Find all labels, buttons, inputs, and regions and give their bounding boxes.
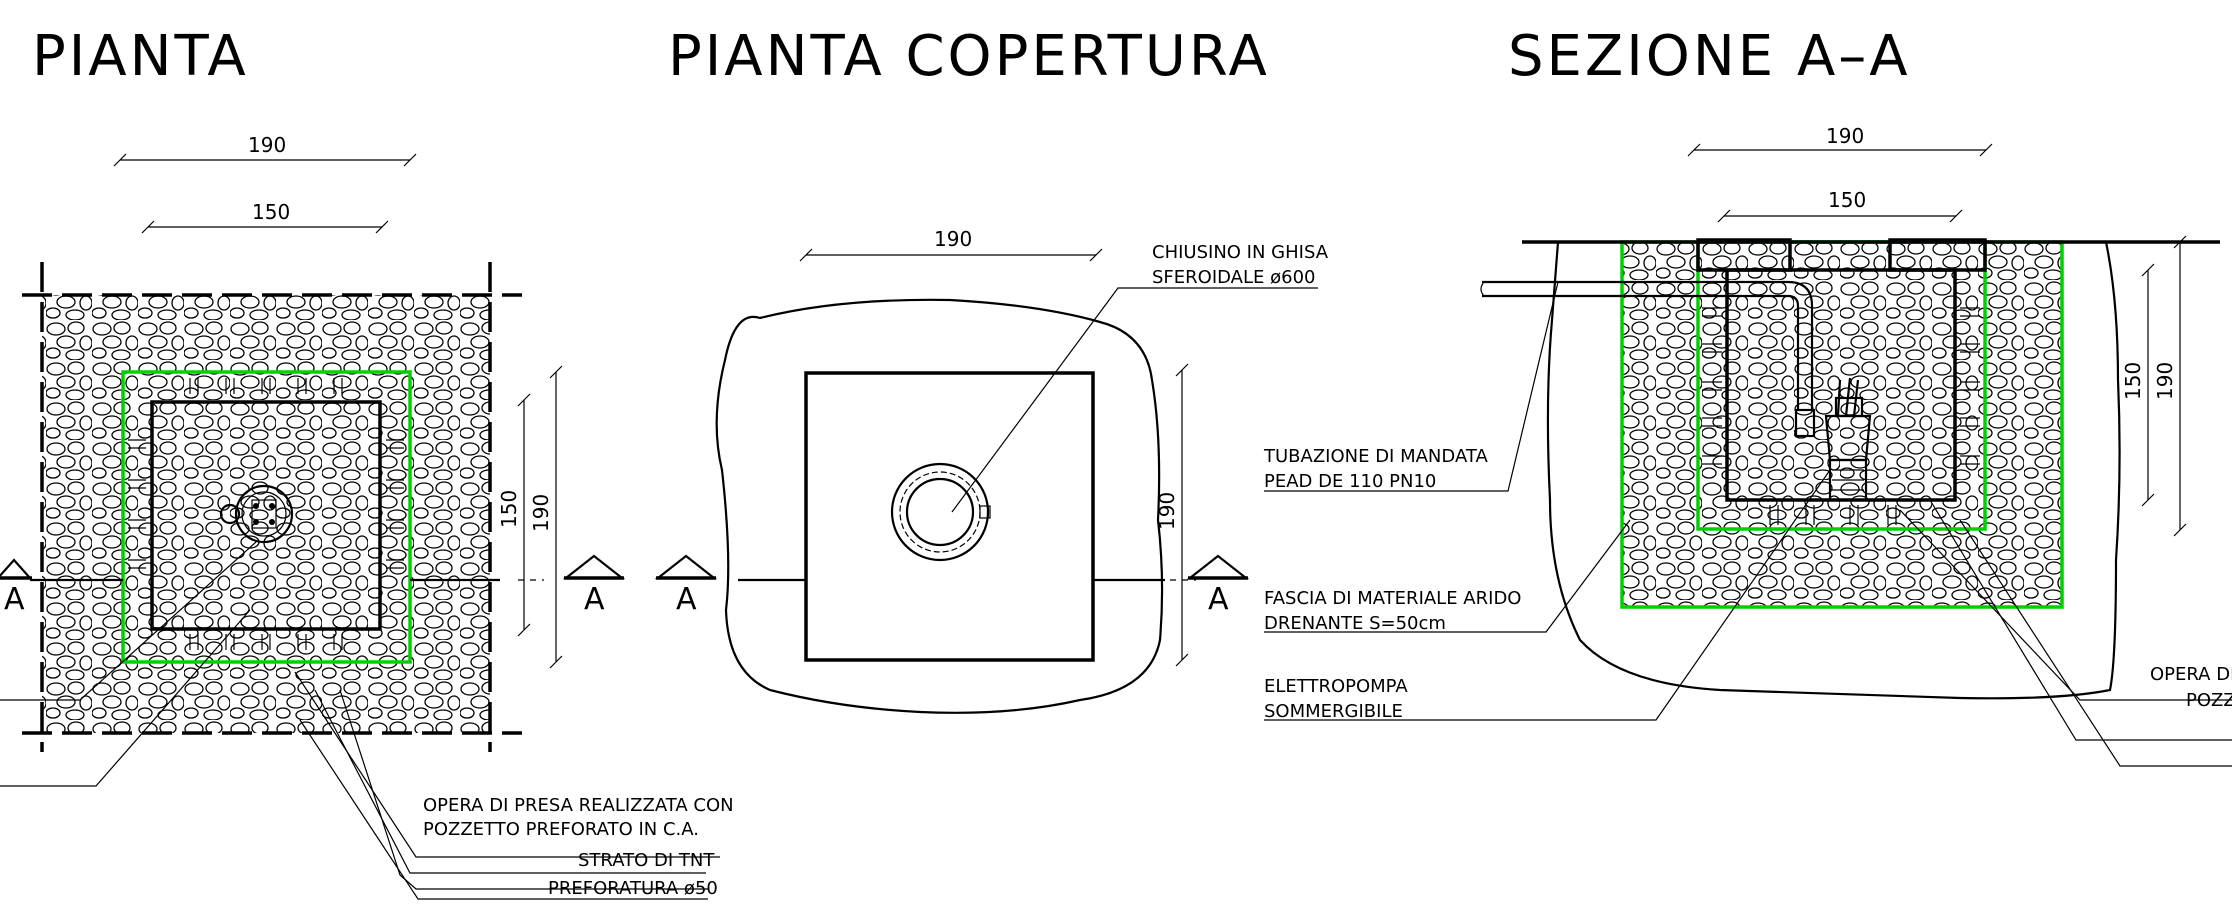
plan-title: PIANTA [32, 24, 249, 89]
section-height-190: 190 [2153, 362, 2177, 400]
delivery-pipe [1482, 280, 1814, 410]
perforation-leader [299, 719, 708, 900]
plan-dimensions: 190 150 150 190 [113, 133, 563, 669]
plan-height-150: 150 [497, 490, 521, 528]
soil-hatch [1546, 240, 2121, 700]
gravel-blob [715, 298, 1164, 714]
label-pump-2: SOMMERGIBILE [1264, 701, 1403, 722]
svg-text:A: A [584, 582, 605, 617]
plan-well [150, 400, 382, 631]
section-title: SEZIONE A–A [1508, 24, 1911, 89]
section-marker-right-2: A [1186, 554, 1250, 617]
label-right-cut-1: OPERA DI [2150, 664, 2232, 685]
tnt-leader [314, 689, 706, 874]
pump-leader [1264, 469, 1831, 721]
section-view: 190 150 150 190 TUBAZIONE DI MANDATA PEA… [1263, 124, 2232, 767]
section-height-150: 150 [2121, 362, 2145, 400]
plan-view: 190 150 150 190 A A OPERA DI PR [0, 133, 734, 900]
plan-width-150: 150 [252, 200, 290, 224]
manhole-cover [905, 477, 975, 547]
label-perforation: PREFORATURA ø50 [548, 878, 718, 899]
label-right-cut-2: POZZ [2186, 690, 2232, 711]
roof-plan-title: PIANTA COPERTURA [668, 24, 1270, 89]
intake-leader [294, 671, 720, 858]
label-cover-2: SFEROIDALE ø600 [1152, 267, 1316, 288]
drain-gravel [1622, 242, 2062, 607]
roof-plan-view: 190 190 A A CHIUSINO IN GHISA SFEROIDALE… [654, 227, 1329, 714]
roof-height-190: 190 [1155, 492, 1179, 530]
section-marker-left: A [0, 558, 33, 617]
label-intake-2: POZZETTO PREFORATO IN C.A. [423, 819, 699, 840]
plan-tnt-layer [121, 370, 412, 664]
roof-width-190: 190 [934, 227, 972, 251]
svg-text:A: A [1208, 582, 1229, 617]
label-cover-1: CHIUSINO IN GHISA [1152, 242, 1329, 263]
section-width-190: 190 [1826, 124, 1864, 148]
label-drain-2: DRENANTE S=50cm [1264, 613, 1446, 634]
svg-text:A: A [676, 582, 697, 617]
cover-slab [804, 371, 1095, 662]
manhole-outer [890, 462, 990, 562]
pump-plan-symbol [219, 484, 294, 544]
section-marker-left-2: A [654, 554, 718, 617]
cover-leader [951, 287, 1318, 513]
label-drain-1: FASCIA DI MATERIALE ARIDO [1264, 588, 1521, 609]
pipe-leader [1264, 281, 1559, 492]
pump-section [1794, 377, 1872, 502]
section-marker-right-1: A [562, 554, 626, 617]
svg-text:A: A [4, 582, 25, 617]
section-width-150: 150 [1828, 188, 1866, 212]
label-pipe-2: PEAD DE 110 PN10 [1264, 471, 1436, 492]
plan-width-190: 190 [248, 133, 286, 157]
label-pipe-1: TUBAZIONE DI MANDATA [1263, 446, 1488, 467]
plan-height-190: 190 [529, 494, 553, 532]
label-pump-1: ELETTROPOMPA [1264, 676, 1408, 697]
drain-leader [1264, 519, 1631, 633]
label-intake-1: OPERA DI PRESA REALIZZATA CON [423, 795, 734, 816]
label-tnt: STRATO DI TNT [578, 850, 715, 871]
